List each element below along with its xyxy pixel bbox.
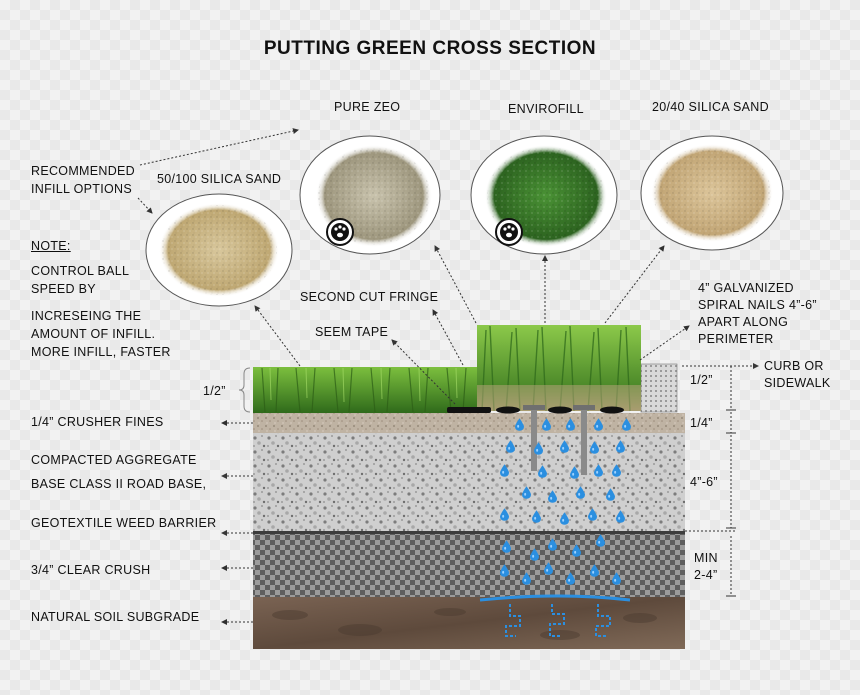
paw-logo-icon [326, 218, 354, 246]
layer-clear-crush [253, 533, 685, 597]
second-cut-fringe-turf [477, 325, 641, 412]
turf-drainage-holes [496, 406, 624, 414]
second-cut-fringe-label: SECOND CUT FRINGE [300, 290, 439, 304]
spiral-nail-icon [523, 405, 595, 475]
seam-tape [447, 407, 491, 413]
curb-block [640, 363, 678, 413]
layer-natural-soil-subgrade [253, 597, 685, 649]
layer-label-crusher-fines: 1/4” CRUSHER FINES [31, 415, 164, 429]
spiral-nails-label: APART ALONG [698, 315, 789, 329]
note-line: AMOUNT OF INFILL. [31, 327, 156, 341]
layer-label-aggregate: COMPACTED AGGREGATE [31, 453, 197, 467]
curb-label: CURB OR [764, 359, 824, 373]
crush-depth-dimension: MIN [694, 551, 718, 565]
note-line: CONTROL BALL [31, 264, 130, 278]
arrow-icon [604, 245, 665, 324]
infill-heading: INFILL OPTIONS [31, 182, 132, 196]
dimension-lines [238, 366, 736, 597]
note-line: MORE INFILL, FASTER [31, 345, 171, 359]
layer-label-geotextile: GEOTEXTILE WEED BARRIER [31, 516, 217, 530]
arrow-icon [434, 245, 477, 324]
arrow-icon [137, 197, 153, 214]
note-line: INCRESEING THE [31, 309, 142, 323]
base-depth-dimension: 4”-6” [690, 475, 718, 489]
infill-heading: RECOMMENDED [31, 164, 135, 178]
layer-compacted-aggregate [253, 433, 685, 531]
infill-sample-envirofill [470, 135, 618, 255]
note-line: SPEED BY [31, 282, 96, 296]
water-seepage-lines [479, 594, 631, 637]
turf-height-dimension: 1/2” [203, 384, 226, 398]
infill-option-label: 20/40 SILICA SAND [652, 100, 769, 114]
arrow-icon [391, 339, 456, 405]
crush-depth-dimension: 2-4” [694, 568, 718, 582]
infill-option-label: PURE ZEO [334, 100, 401, 114]
arrow-icon [639, 325, 690, 361]
spiral-nails-label: SPIRAL NAILS 4”-6” [698, 298, 817, 312]
spiral-nails-label: 4” GALVANIZED [698, 281, 794, 295]
note-heading: NOTE: [31, 239, 71, 253]
infill-sample-silica-20-40 [640, 135, 784, 251]
curb-label: SIDEWALK [764, 376, 831, 390]
label-pointer-lines [137, 128, 759, 625]
arrow-icon [432, 309, 464, 366]
infill-option-label: 50/100 SILICA SAND [157, 172, 282, 186]
diagram-title: PUTTING GREEN CROSS SECTION [263, 38, 597, 59]
arrow-icon [139, 128, 299, 166]
seam-tape-label: SEEM TAPE [315, 325, 389, 339]
paw-logo-icon [495, 218, 523, 246]
layer-geotextile-barrier [253, 531, 685, 534]
layer-label-aggregate: BASE CLASS II ROAD BASE, [31, 477, 207, 491]
layer-crusher-fines [253, 413, 685, 433]
infill-option-label: ENVIROFILL [508, 102, 584, 116]
fines-depth-dimension: 1/4” [690, 416, 713, 430]
infill-sample-pure-zeo [299, 135, 441, 255]
arrow-icon [254, 305, 301, 367]
infill-sample-silica-50-100 [145, 193, 293, 307]
spiral-nails-label: PERIMETER [698, 332, 774, 346]
layer-label-clear-crush: 3/4” CLEAR CRUSH [31, 563, 151, 577]
putting-green-turf [253, 367, 477, 413]
curb-height-dimension: 1/2” [690, 373, 713, 387]
layer-label-subgrade: NATURAL SOIL SUBGRADE [31, 610, 200, 624]
